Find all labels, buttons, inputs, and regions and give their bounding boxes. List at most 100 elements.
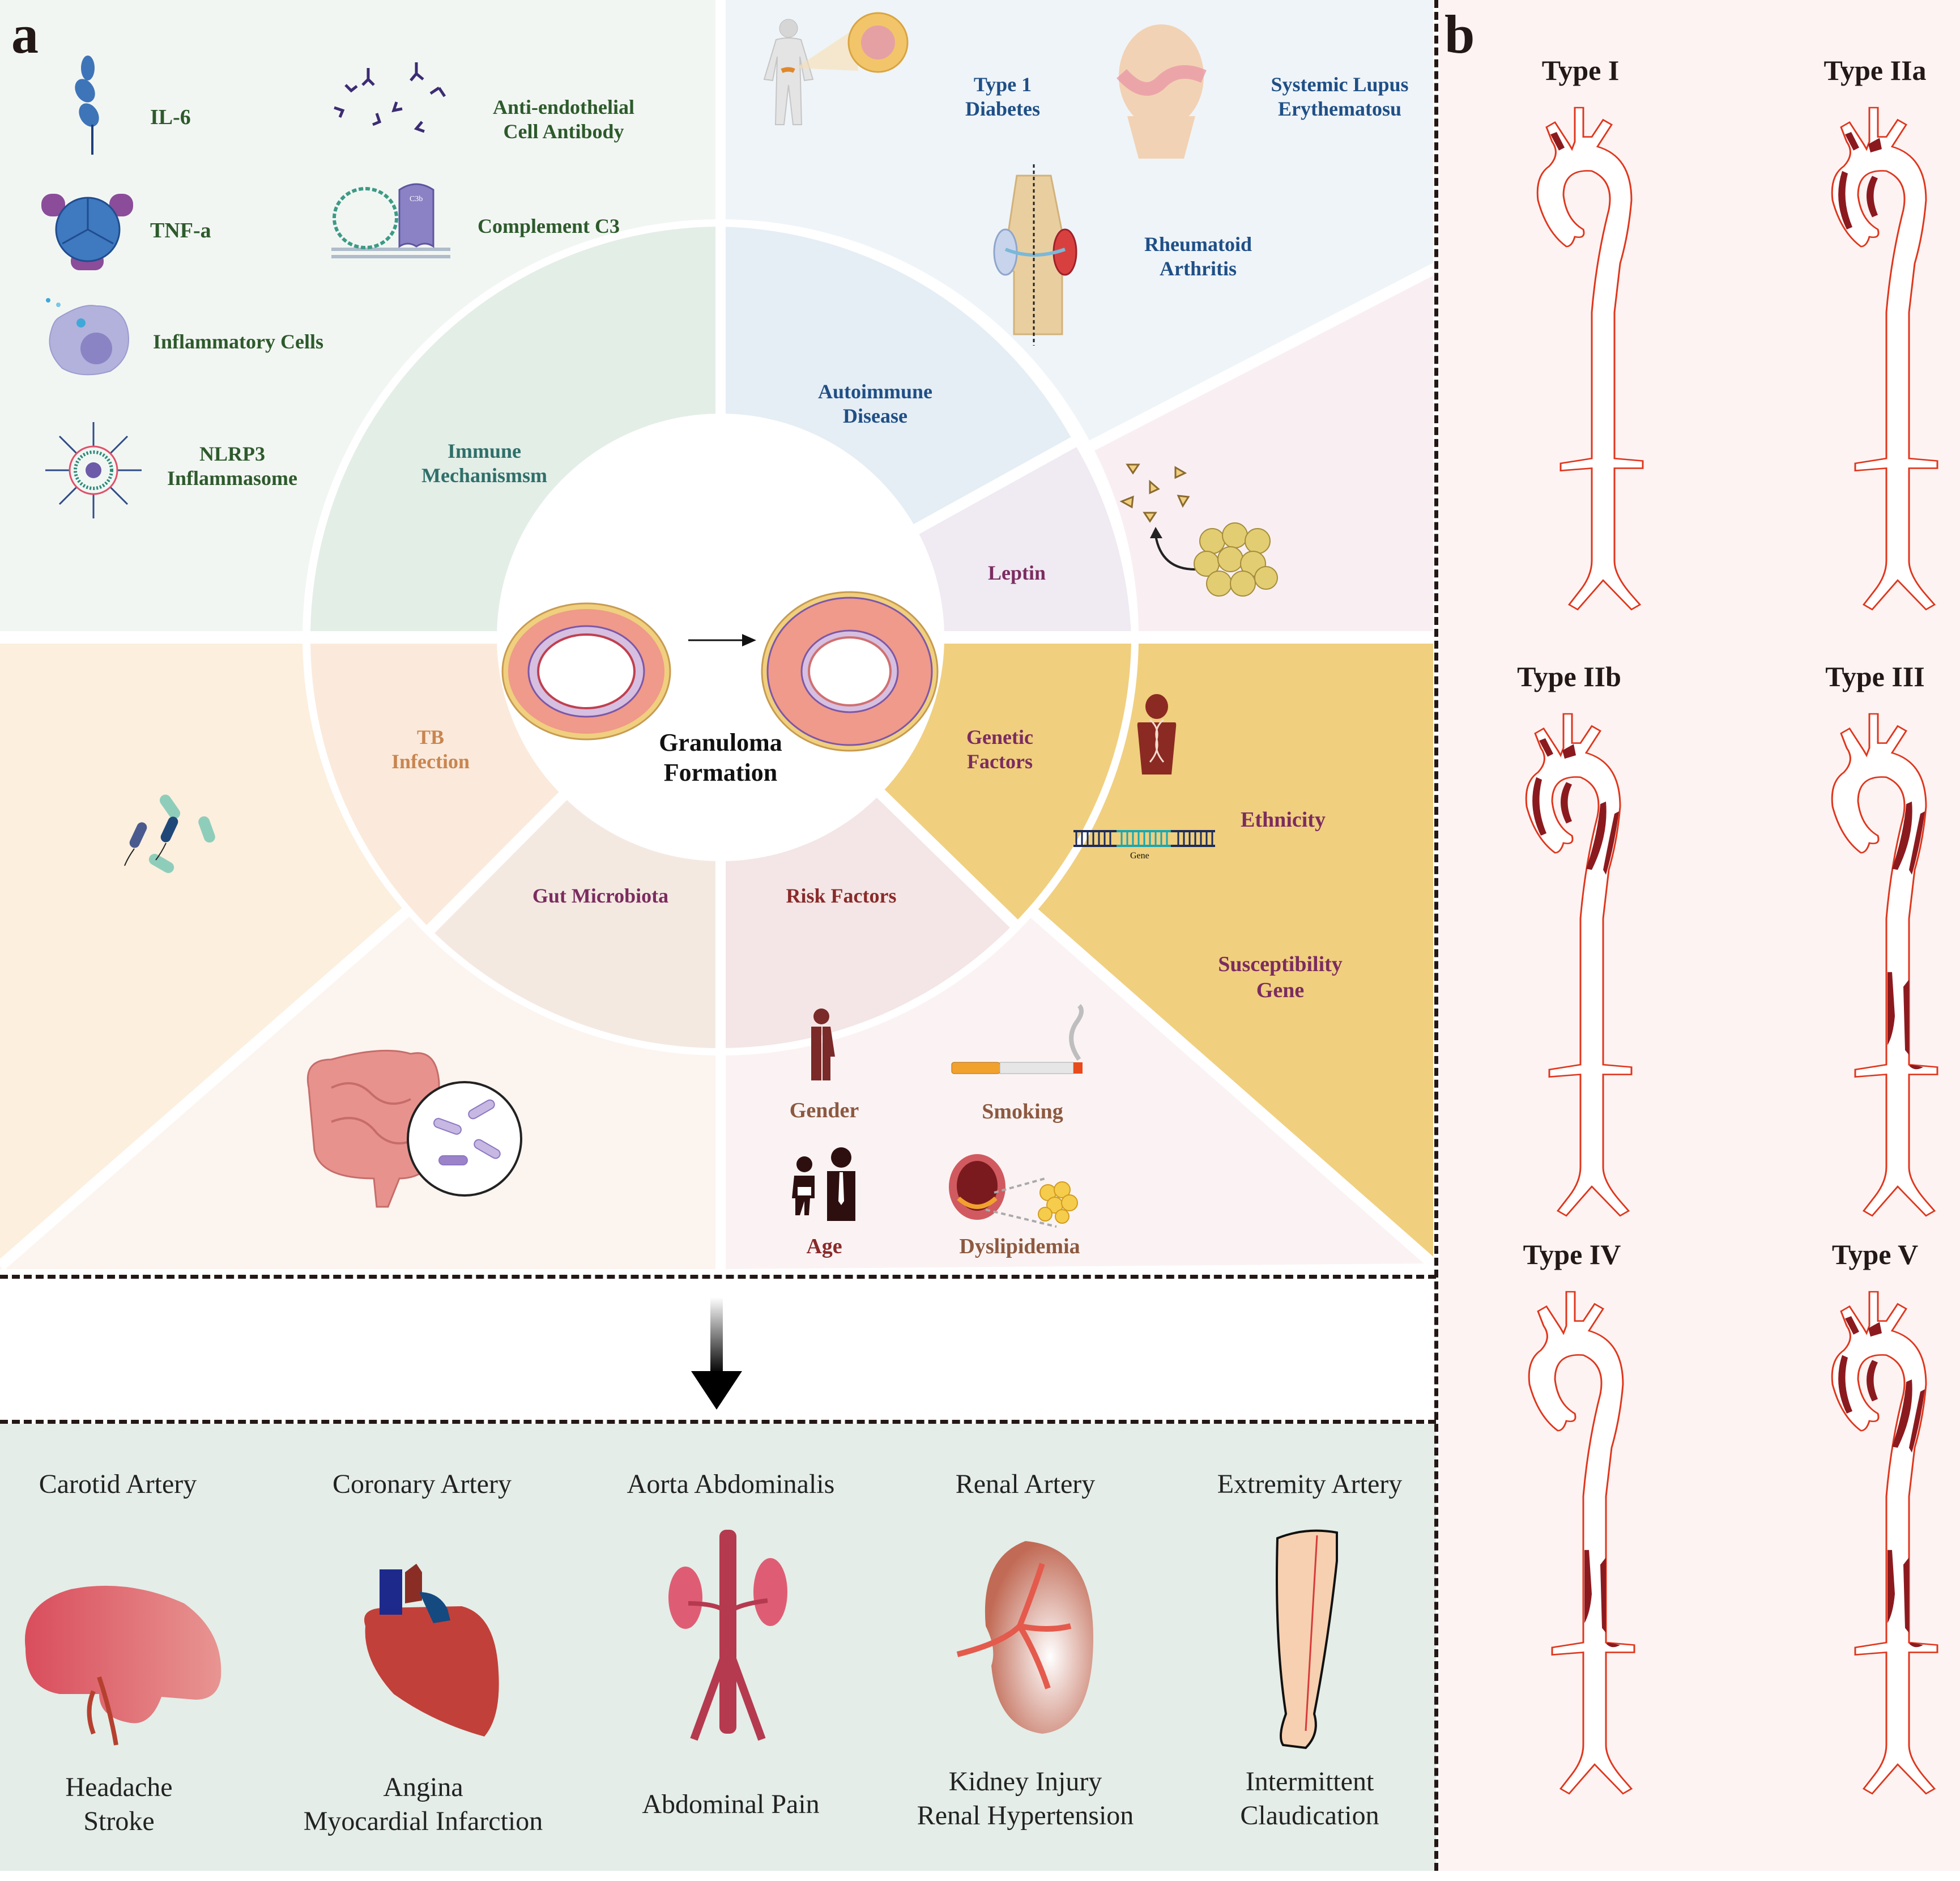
aorta-lesion-descending-thoracic bbox=[1892, 801, 1912, 870]
aorta-lesion-abdominal bbox=[1903, 1557, 1909, 1633]
aorta-lesion-descending-thoracic bbox=[1892, 1379, 1912, 1448]
ring-label-risk: Risk Factors bbox=[786, 884, 897, 907]
aorta-diagram bbox=[1831, 107, 1938, 611]
body-pancreas-icon bbox=[763, 12, 909, 125]
gene-ladder-text: Gene bbox=[1130, 851, 1149, 861]
aorta-lesion-descending-thoracic bbox=[1909, 1389, 1925, 1453]
leptin-adipocyte-icon bbox=[1119, 463, 1278, 597]
outcome-symptoms: Kidney Injury Renal Hypertension bbox=[917, 1767, 1134, 1831]
outcome-artery-label: Coronary Artery bbox=[333, 1469, 512, 1499]
autoimmune-item-label: Rheumatoid Arthritis bbox=[1144, 233, 1252, 280]
aorta-outline bbox=[1528, 1291, 1635, 1795]
aorta-lesion-ascending-arch bbox=[1867, 176, 1878, 218]
immune-item-label: Anti-endothelial Cell Antibody bbox=[492, 96, 634, 143]
outcome-symptoms: Abdominal Pain bbox=[642, 1789, 820, 1819]
divider-dashed-top bbox=[0, 1275, 1436, 1279]
ring-label-tb: TB Infection bbox=[391, 726, 470, 773]
outcome-artery-label: Carotid Artery bbox=[39, 1469, 197, 1499]
kidney-icon bbox=[956, 1541, 1093, 1734]
normal-artery-cross-section-icon bbox=[501, 602, 671, 741]
complement-icon-text: C3b bbox=[410, 195, 423, 203]
aorta-lesion-arch-branches bbox=[1539, 738, 1553, 757]
aorta-diagram bbox=[1831, 713, 1938, 1217]
immune-item-label: TNF-a bbox=[150, 219, 211, 242]
aorta-type-label: Type III bbox=[1825, 661, 1925, 692]
risk-item-label: Smoking bbox=[982, 1100, 1063, 1124]
aorta-lesion-abdominal bbox=[1887, 972, 1895, 1045]
down-arrow-icon bbox=[691, 1297, 742, 1410]
aorta-type-label: Type IIa bbox=[1823, 54, 1927, 86]
immune-item-label: IL-6 bbox=[150, 105, 191, 129]
aorta-diagram bbox=[1831, 1291, 1938, 1795]
risk-item-label: Age bbox=[806, 1235, 842, 1258]
aorta-outline bbox=[1831, 1291, 1938, 1795]
tnf-icon bbox=[41, 194, 133, 270]
aorta-lesion-abdominal bbox=[1903, 979, 1909, 1055]
outcome-symptoms: Angina Myocardial Infarction bbox=[303, 1772, 543, 1836]
risk-item-label: Gender bbox=[789, 1099, 859, 1122]
aorta-lesion-descending-thoracic bbox=[1586, 801, 1607, 870]
genetic-item-label: Susceptibility Gene bbox=[1218, 952, 1343, 1002]
antibody-icon bbox=[334, 62, 446, 133]
intestine-microbiota-icon bbox=[306, 1049, 522, 1208]
aorta-lesion-renal bbox=[1606, 1642, 1620, 1648]
aorta-lesion-ascending-arch bbox=[1868, 1322, 1882, 1337]
brain-icon bbox=[25, 1585, 221, 1746]
aorta-lesion-ascending-arch bbox=[1562, 744, 1576, 759]
inflammatory-cell-icon bbox=[46, 298, 129, 376]
aorta-kidney-icon bbox=[668, 1530, 787, 1741]
artery-plaque-icon bbox=[949, 1154, 1078, 1228]
aorta-type-label: Type V bbox=[1831, 1239, 1919, 1270]
age-icon bbox=[792, 1147, 855, 1221]
aorta-lesion-arch-branches bbox=[1550, 132, 1565, 151]
aorta-lesion-abdominal bbox=[1584, 1550, 1592, 1623]
aorta-lesion-abdominal bbox=[1887, 1550, 1895, 1623]
immune-item-label: Complement C3 bbox=[478, 215, 620, 237]
autoimmune-item-label: Systemic Lupus Erythematosu bbox=[1271, 73, 1409, 121]
knee-joint-icon bbox=[993, 164, 1077, 346]
panel-b-background bbox=[1439, 0, 1960, 1871]
outcome-artery-label: Renal Artery bbox=[955, 1469, 1096, 1499]
outcomes-panel bbox=[0, 1424, 1436, 1871]
aorta-outline bbox=[1831, 713, 1938, 1217]
aorta-lesion-ascending-arch bbox=[1838, 1355, 1852, 1414]
person-dna-icon bbox=[1137, 694, 1177, 774]
ring-label-genetic: Genetic Factors bbox=[966, 726, 1033, 773]
autoimmune-item-label: Type 1 Diabetes bbox=[965, 73, 1040, 121]
aorta-lesion-renal bbox=[1909, 1065, 1923, 1070]
panel-divider-dashed bbox=[1434, 0, 1438, 1871]
heart-icon bbox=[364, 1564, 499, 1737]
immune-item-label: Inflammatory Cells bbox=[153, 330, 323, 353]
thickened-artery-cross-section-icon bbox=[761, 591, 939, 752]
outcome-symptoms: Intermittent Claudication bbox=[1240, 1767, 1379, 1831]
aorta-lesion-ascending-arch bbox=[1867, 1360, 1878, 1402]
center-title: Granuloma Formation bbox=[659, 729, 782, 786]
ring-label-autoimmune: Autoimmune Disease bbox=[817, 380, 932, 428]
aorta-diagram bbox=[1525, 713, 1633, 1217]
arrow-right-icon bbox=[688, 634, 756, 646]
aorta-lesion-ascending-arch bbox=[1868, 138, 1882, 153]
outcome-artery-label: Aorta Abdominalis bbox=[627, 1469, 835, 1499]
aorta-outline bbox=[1536, 107, 1644, 611]
panel-b-letter: b bbox=[1445, 4, 1475, 65]
gene-ladder-icon: Gene bbox=[1073, 830, 1215, 861]
aorta-lesion-descending-thoracic bbox=[1603, 811, 1619, 875]
ring-label-gut: Gut Microbiota bbox=[532, 884, 669, 907]
immune-item-label: NLRP3 Inflammasome bbox=[167, 442, 297, 490]
outcome-artery-label: Extremity Artery bbox=[1217, 1469, 1403, 1499]
inflammasome-icon bbox=[45, 422, 142, 518]
aorta-diagram bbox=[1536, 107, 1644, 611]
gender-icon bbox=[811, 1008, 835, 1080]
ring-label-immune: Immune Mechanismsm bbox=[421, 440, 547, 487]
leg-icon bbox=[1276, 1529, 1338, 1750]
aorta-lesion-descending-thoracic bbox=[1909, 811, 1925, 875]
lupus-face-icon bbox=[1117, 24, 1207, 159]
aorta-lesion-ascending-arch bbox=[1532, 777, 1546, 836]
il6-icon bbox=[75, 56, 99, 155]
aorta-outline bbox=[1525, 713, 1633, 1217]
aorta-diagram bbox=[1528, 1291, 1635, 1795]
aorta-lesion-renal bbox=[1909, 1642, 1923, 1648]
tb-bacteria-icon bbox=[124, 794, 215, 873]
aorta-lesion-ascending-arch bbox=[1838, 171, 1852, 229]
genetic-item-label: Ethnicity bbox=[1241, 808, 1326, 832]
